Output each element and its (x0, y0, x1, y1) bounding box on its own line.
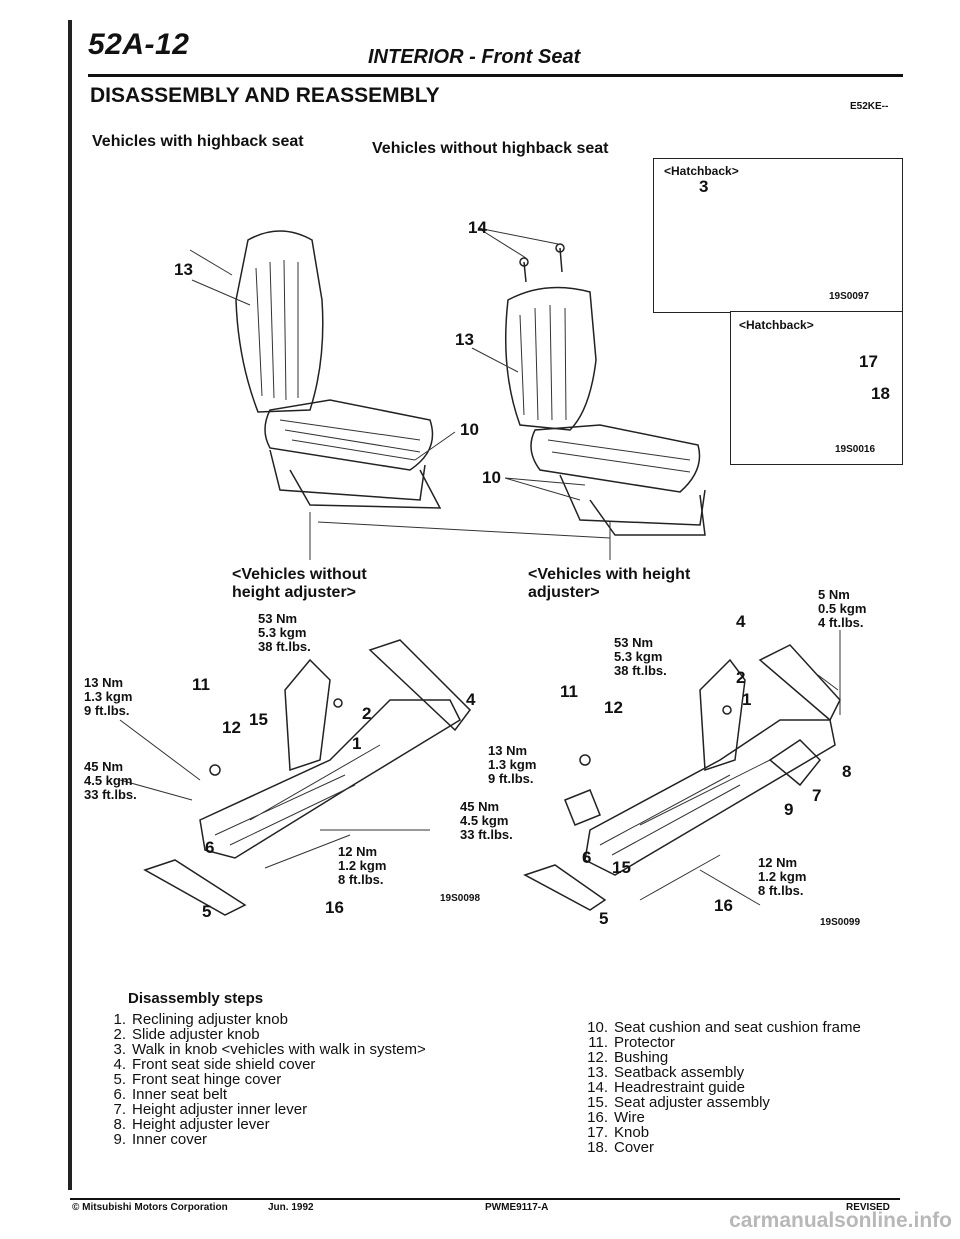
footer-rule (70, 1198, 900, 1200)
callout-3: 3 (699, 177, 709, 196)
list-item: 18.Cover (587, 1139, 655, 1156)
torque-12nm: 12 Nm 1.2 kgm 8 ft.lbs. (758, 855, 807, 898)
callout-6: 6 (205, 838, 215, 857)
list-item: 4.Front seat side shield cover (113, 1056, 316, 1073)
footer-date: Jun. 1992 (268, 1202, 314, 1213)
inset-label: <Hatchback> (664, 164, 739, 178)
callout-2: 2 (362, 704, 372, 723)
footer-doc-number: PWME9117-A (485, 1202, 549, 1213)
list-item: 9.Inner cover (113, 1131, 208, 1148)
callout-4: 4 (466, 690, 476, 709)
list-item: 1.Reclining adjuster knob (113, 1011, 288, 1028)
figure-id: 19S0016 (835, 444, 876, 455)
callout-11: 11 (192, 675, 210, 694)
callout-14: 14 (468, 218, 487, 237)
callout-12: 12 (222, 718, 241, 737)
label-without-highback: Vehicles without highback seat (372, 140, 609, 157)
torque-45nm: 45 Nm 4.5 kgm 33 ft.lbs. (84, 759, 137, 802)
callout-17: 17 (859, 352, 878, 371)
callout-10: 10 (460, 420, 479, 439)
list-item: 12.Bushing (587, 1049, 669, 1066)
list-item: 13.Seatback assembly (587, 1064, 745, 1081)
steps-list-right: 10.Seat cushion and seat cushion frame 1… (586, 1020, 861, 1155)
adjuster-right-drawing (523, 630, 841, 911)
list-item: 17.Knob (587, 1124, 650, 1141)
list-item: 11.Protector (588, 1034, 675, 1051)
inset-hatchback-cover: <Hatchback> 17 18 19S0016 (730, 311, 903, 465)
list-item: 2.Slide adjuster knob (113, 1026, 260, 1043)
torque-5nm: 5 Nm 0.5 kgm 4 ft.lbs. (818, 587, 867, 630)
list-item: 15.Seat adjuster assembly (587, 1094, 770, 1111)
list-item: 5.Front seat hinge cover (113, 1071, 282, 1088)
callout-13: 13 (174, 260, 193, 279)
callout-1: 1 (352, 734, 362, 753)
page-number: 52A-12 (88, 28, 190, 61)
label-with-height-adjuster: <Vehicles with height adjuster> (528, 566, 691, 601)
callout-5: 5 (599, 909, 609, 928)
section-code: E52KE-- (850, 101, 889, 112)
callout-13: 13 (455, 330, 474, 349)
figure-id: 19S0098 (440, 893, 481, 904)
inset-label: <Hatchback> (739, 318, 814, 332)
torque-53nm: 53 Nm 5.3 kgm 38 ft.lbs. (258, 611, 311, 654)
label-without-height-adjuster: <Vehicles without height adjuster> (232, 566, 367, 601)
callout-9: 9 (784, 800, 794, 819)
callout-1: 1 (742, 690, 752, 709)
callout-16: 16 (325, 898, 344, 917)
torque-45nm: 45 Nm 4.5 kgm 33 ft.lbs. (460, 799, 513, 842)
callout-8: 8 (842, 762, 852, 781)
callout-5: 5 (202, 902, 212, 921)
torque-12nm: 12 Nm 1.2 kgm 8 ft.lbs. (338, 844, 387, 887)
footer-copyright: © Mitsubishi Motors Corporation (72, 1202, 228, 1213)
torque-13nm: 13 Nm 1.3 kgm 9 ft.lbs. (488, 743, 537, 786)
callout-10: 10 (482, 468, 501, 487)
list-item: 14.Headrestraint guide (587, 1079, 745, 1096)
figure-id: 19S0097 (829, 291, 870, 302)
callout-7: 7 (812, 786, 822, 805)
header-rule (88, 74, 903, 77)
footer-revised: REVISED (846, 1202, 890, 1213)
steps-title: Disassembly steps (128, 990, 264, 1007)
figure-id: 19S0099 (820, 917, 861, 928)
callout-18: 18 (871, 384, 890, 403)
watermark: carmanualsonline.info (729, 1209, 952, 1232)
list-item: 3.Walk in knob <vehicles with walk in sy… (113, 1041, 426, 1058)
adjuster-left-drawing (119, 639, 471, 916)
list-item: 7.Height adjuster inner lever (113, 1101, 308, 1118)
section-title: DISASSEMBLY AND REASSEMBLY (90, 84, 440, 107)
page-binding-edge (68, 20, 72, 1190)
page-header-title: INTERIOR - Front Seat (368, 46, 581, 68)
list-item: 6.Inner seat belt (113, 1086, 228, 1103)
callout-15: 15 (249, 710, 268, 729)
list-item: 16.Wire (587, 1109, 645, 1126)
callout-15: 15 (612, 858, 631, 877)
callout-12: 12 (604, 698, 623, 717)
steps-list-left: 1.Reclining adjuster knob 2.Slide adjust… (104, 1011, 426, 1148)
list-item: 10.Seat cushion and seat cushion frame (587, 1019, 861, 1036)
inset-hatchback-knob: <Hatchback> 3 19S0097 (653, 158, 903, 313)
callout-6: 6 (582, 848, 592, 867)
highback-seat-drawing (235, 230, 442, 509)
label-highback: Vehicles with highback seat (92, 133, 304, 150)
callout-4: 4 (736, 612, 746, 631)
callout-11: 11 (560, 682, 578, 701)
callout-16: 16 (714, 896, 733, 915)
list-item: 8.Height adjuster lever (113, 1116, 270, 1133)
callout-2: 2 (736, 668, 746, 687)
torque-13nm: 13 Nm 1.3 kgm 9 ft.lbs. (84, 675, 133, 718)
torque-53nm: 53 Nm 5.3 kgm 38 ft.lbs. (614, 635, 667, 678)
